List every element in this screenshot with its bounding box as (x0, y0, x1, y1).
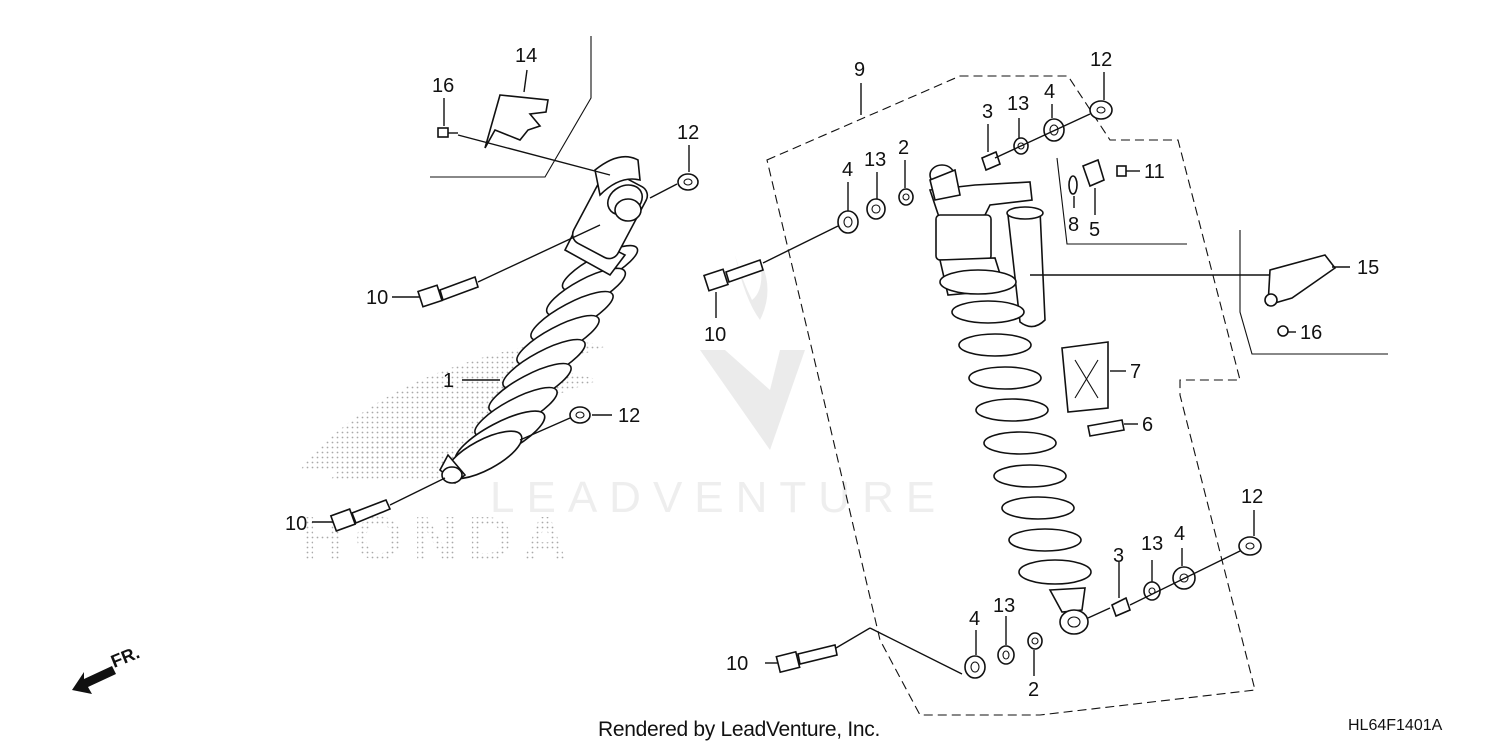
callout-13-lower-right: 13 (1141, 533, 1163, 555)
callout-3-lower: 3 (1113, 545, 1124, 567)
callout-12-lower-left: 12 (618, 405, 640, 427)
nut-12-upper-left (677, 173, 699, 191)
render-credit: Rendered by LeadVenture, Inc. (598, 718, 881, 741)
svg-text:LEADVENTURE: LEADVENTURE (490, 473, 947, 522)
lower-right-hardware (775, 536, 1262, 679)
callout-6: 6 (1142, 414, 1153, 436)
callout-12-upper-right: 12 (1090, 49, 1112, 71)
callout-13-upper-mid: 13 (864, 149, 886, 171)
right-leader-lines (715, 72, 1350, 676)
callout-3-upper: 3 (982, 101, 993, 123)
callout-13-upper-right: 13 (1007, 93, 1029, 115)
front-direction-indicator: FR. (72, 642, 142, 694)
callout-12-upper-left: 12 (677, 122, 699, 144)
callout-10-upper-right: 10 (704, 324, 726, 346)
callout-4-upper-right: 4 (1044, 81, 1055, 103)
left-shock-absorber (430, 36, 649, 485)
callout-15: 15 (1357, 257, 1379, 279)
right-spring (939, 269, 1092, 585)
assembly-9-boundary (766, 75, 1256, 716)
bolt-16-right (1277, 325, 1289, 337)
decal-7 (1061, 341, 1109, 413)
callout-8: 8 (1068, 214, 1079, 236)
callout-4-lower-mid: 4 (969, 608, 980, 630)
callout-10-lower-right: 10 (726, 653, 748, 675)
clip-box (1056, 157, 1187, 245)
callout-numbers: 14 16 12 10 1 12 10 9 12 4 13 3 2 13 4 1… (285, 45, 1379, 701)
screw-11 (1116, 165, 1127, 177)
left-leader-lines (312, 69, 690, 523)
bolt-10-upper-left (417, 275, 479, 308)
callout-14: 14 (515, 45, 537, 67)
callout-11: 11 (1144, 161, 1165, 183)
nut-12-lower-left (569, 406, 591, 424)
right-shock-absorber (928, 164, 1092, 635)
front-arrow-icon (72, 666, 116, 694)
callout-12-lower-right: 12 (1241, 486, 1263, 508)
clip-5 (1081, 158, 1105, 188)
washer-8 (1068, 175, 1078, 195)
callout-4-upper-mid: 4 (842, 159, 853, 181)
bracket-box-right (1239, 230, 1388, 355)
callout-5: 5 (1089, 219, 1100, 241)
reservoir-bracket-14 (484, 94, 549, 149)
bolt-10-lower-left (329, 498, 392, 532)
callout-7: 7 (1130, 361, 1141, 383)
ring-6 (1087, 419, 1125, 437)
callout-4-lower-right: 4 (1174, 523, 1185, 545)
front-label: FR. (108, 642, 142, 671)
reservoir-bracket-15 (1264, 254, 1337, 307)
callout-16-right: 16 (1300, 322, 1322, 344)
reservoir-bracket-box-left (430, 36, 592, 178)
callout-13-lower-mid: 13 (993, 595, 1015, 617)
callout-16-left: 16 (432, 75, 454, 97)
bolt-16-left (437, 127, 458, 138)
callout-2-upper: 2 (898, 137, 909, 159)
callout-2-lower: 2 (1028, 679, 1039, 701)
callout-10-lower-left: 10 (285, 513, 307, 535)
callout-9: 9 (854, 59, 865, 81)
left-spring (454, 244, 639, 466)
callout-1: 1 (443, 370, 454, 392)
callout-10-upper-left: 10 (366, 287, 388, 309)
diagram-code: HL64F1401A (1348, 717, 1443, 734)
leadventure-watermark: LEADVENTURE (490, 255, 947, 522)
